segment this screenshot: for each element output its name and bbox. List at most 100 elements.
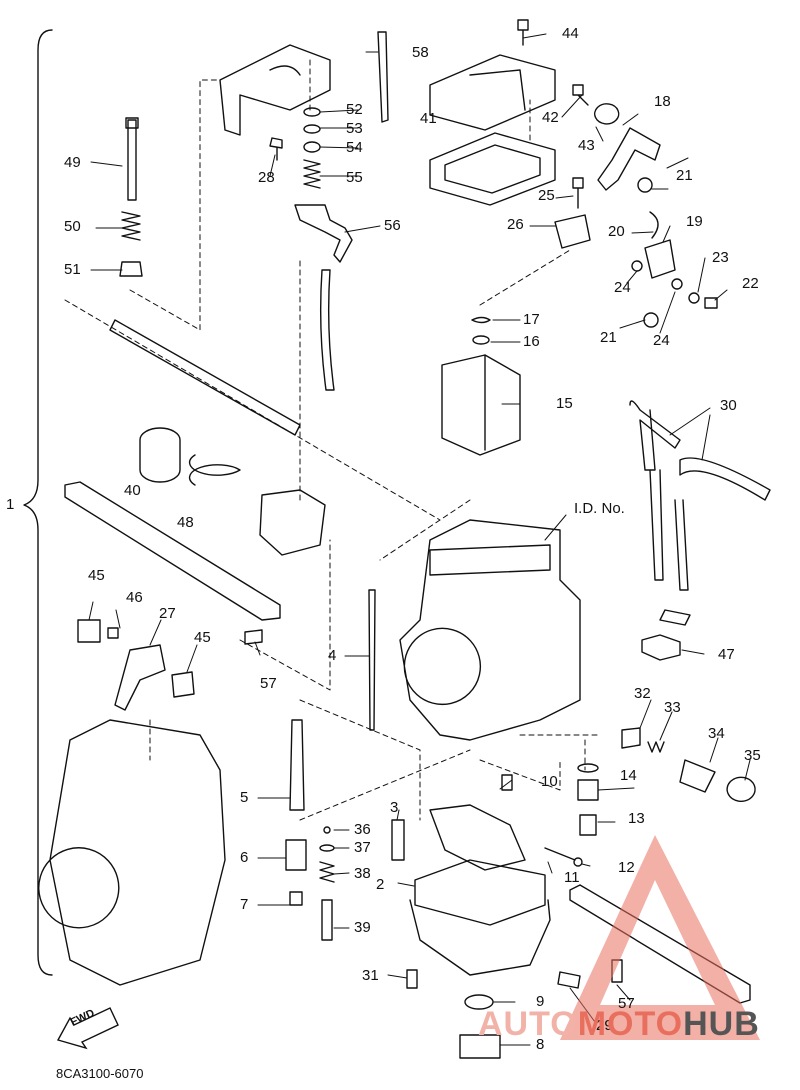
part-50-spring [121, 211, 141, 241]
callout-15: 15 [556, 395, 573, 412]
part-33-spring [647, 741, 665, 753]
callout-26: 26 [507, 216, 524, 233]
part-47-clamp [641, 609, 691, 661]
part-44-top-cover [429, 54, 556, 131]
callout-38: 38 [354, 865, 371, 882]
part-54-collar [303, 141, 321, 153]
callout-55: 55 [346, 169, 363, 186]
part-21-bush-b [643, 312, 659, 328]
part-45-bush-a [77, 619, 101, 643]
callout-8: 8 [536, 1036, 545, 1053]
callout-16: 16 [523, 333, 540, 350]
part-15-piston [441, 354, 521, 456]
part-36-o-ring [323, 826, 331, 834]
part-55-spring [303, 159, 321, 189]
part-43-collar [594, 103, 620, 125]
callout-53: 53 [346, 120, 363, 137]
part-19-bracket [644, 239, 676, 279]
part-29-screw [557, 971, 581, 989]
watermark-part3: HUB [683, 1005, 760, 1043]
part-code: 8CA3100-6070 [56, 1066, 144, 1081]
part-23-washer [688, 292, 700, 304]
part-17-clip [471, 316, 491, 324]
watermark-part2: MOTO [577, 1005, 684, 1043]
part-46-screw [107, 627, 119, 639]
callout-7: 7 [240, 896, 249, 913]
callout-27: 27 [159, 605, 176, 622]
callout-40: 40 [124, 482, 141, 499]
part-7-jet [289, 891, 303, 906]
callout-35: 35 [744, 747, 761, 764]
part-12-ball [573, 857, 583, 867]
callout-2: 2 [376, 876, 385, 893]
part-52-washer [303, 107, 321, 117]
part-11-12-screw [544, 847, 576, 861]
callout-50: 50 [64, 218, 81, 235]
watermark-part1: AUTO [478, 1005, 578, 1043]
callout-48: 48 [177, 514, 194, 531]
part-48-spring [188, 454, 241, 486]
part-39-screw [321, 899, 333, 941]
callout-56: 56 [384, 217, 401, 234]
part-51-cap [119, 261, 143, 277]
callout-32: 32 [634, 685, 651, 702]
part-2-gasket [414, 859, 546, 926]
part-27-lever [114, 644, 166, 711]
callout-52: 52 [346, 101, 363, 118]
callout-57a: 57 [260, 675, 277, 692]
part-21-bush-a [637, 177, 653, 193]
callout-21b: 21 [600, 329, 617, 346]
throttle-bracket [259, 489, 326, 556]
callout-37: 37 [354, 839, 371, 856]
part-20-clip [649, 211, 659, 239]
callout-45a: 45 [88, 567, 105, 584]
callout-13: 13 [628, 810, 645, 827]
part-14-o-ring [577, 763, 599, 773]
callout-5: 5 [240, 789, 249, 806]
watermark-triangle [560, 835, 760, 1040]
part-16-washer [472, 335, 490, 345]
part-6-collar [285, 839, 307, 871]
part-4-needle [368, 589, 376, 731]
callout-47: 47 [718, 646, 735, 663]
part-53-washer [303, 124, 321, 134]
callout-43: 43 [578, 137, 595, 154]
callout-42: 42 [542, 109, 559, 126]
callout-20: 20 [608, 223, 625, 240]
callout-54: 54 [346, 139, 363, 156]
part-56-fitting [294, 204, 353, 263]
callout-25: 25 [538, 187, 555, 204]
top-bracket [219, 44, 331, 136]
part-34-screw [679, 759, 716, 793]
callout-17: 17 [523, 311, 540, 328]
callout-57b: 57 [618, 995, 635, 1012]
part-32-cap [621, 727, 641, 749]
callout-4: 4 [328, 647, 337, 664]
callout-44: 44 [562, 25, 579, 42]
hose [319, 269, 335, 391]
part-26-plate [554, 214, 591, 249]
part-24-washer-a [631, 260, 643, 272]
callout-49: 49 [64, 154, 81, 171]
callout-46: 46 [126, 589, 143, 606]
part-49-screw [125, 117, 139, 201]
fwd-arrow-icon [56, 1007, 119, 1050]
rail [64, 481, 281, 621]
callout-21a: 21 [676, 167, 693, 184]
part-38-spring [319, 861, 335, 883]
callout-18: 18 [654, 93, 671, 110]
part-35-cap [726, 776, 756, 802]
part-57-screw-a [244, 629, 263, 645]
callout-34: 34 [708, 725, 725, 742]
part-42-screw [572, 84, 589, 106]
callout-23: 23 [712, 249, 729, 266]
part-10-screw [501, 774, 513, 791]
assembly-brace [23, 29, 53, 976]
carb-body-main [399, 519, 581, 741]
part-3-jet [391, 819, 405, 861]
callout-22: 22 [742, 275, 759, 292]
callout-1: 1 [6, 496, 15, 513]
float-bowl [409, 899, 551, 976]
part-44-screw [517, 19, 529, 46]
